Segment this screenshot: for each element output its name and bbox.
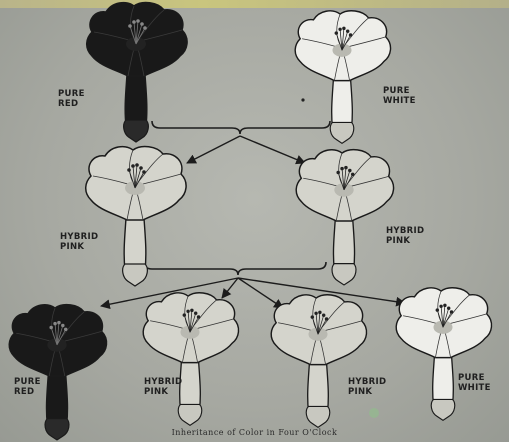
flower-calyx xyxy=(178,404,201,425)
flower-f2-hybrid-pink-2 xyxy=(271,295,366,428)
anther xyxy=(447,306,450,309)
label-line: WHITE xyxy=(458,383,491,393)
anther xyxy=(194,311,197,314)
speck-mark xyxy=(301,98,304,101)
label-f1-hybrid-pink-left: HYBRID PINK xyxy=(60,232,98,252)
flower-throat xyxy=(309,328,328,341)
anther xyxy=(338,28,341,31)
anther xyxy=(336,171,339,174)
arrow-to-hybrid-right xyxy=(240,136,305,163)
label-line: HYBRID xyxy=(386,226,424,236)
anther xyxy=(53,322,56,325)
flower-throat xyxy=(333,44,352,57)
label-line: PINK xyxy=(60,242,98,252)
flower-f2-pure-red xyxy=(9,305,106,440)
label-line: PINK xyxy=(348,387,386,397)
flower-calyx xyxy=(431,399,454,420)
cross-bracket-hybrids xyxy=(144,262,326,275)
anther xyxy=(135,163,139,167)
anther xyxy=(64,328,67,331)
anther xyxy=(436,308,439,311)
anther xyxy=(439,305,442,308)
anther xyxy=(348,169,351,172)
anther xyxy=(314,312,317,315)
label-line: PINK xyxy=(144,387,182,397)
flower-f1-hybrid-pink-left xyxy=(86,147,186,286)
label-line: PURE xyxy=(383,86,416,96)
flower-f2-hybrid-pink-1 xyxy=(143,293,238,426)
label-line: RED xyxy=(58,99,85,109)
flower-calyx xyxy=(123,264,148,286)
anther xyxy=(342,27,345,30)
label-line: PURE xyxy=(458,373,491,383)
label-f2-hybrid-pink-1: HYBRID PINK xyxy=(144,377,182,397)
flower-parent-pure-red xyxy=(87,3,187,142)
anther xyxy=(136,19,140,23)
label-parent-pure-red: PURE RED xyxy=(58,89,85,109)
anther xyxy=(450,310,453,313)
flower-throat xyxy=(181,326,200,339)
label-line: PURE xyxy=(14,377,41,387)
flower-calyx xyxy=(332,264,356,285)
label-parent-pure-white: PURE WHITE xyxy=(383,86,416,106)
label-f1-hybrid-pink-right: HYBRID PINK xyxy=(386,226,424,246)
anther xyxy=(322,313,325,316)
anther xyxy=(311,315,314,318)
anther xyxy=(57,321,60,324)
anther xyxy=(186,310,189,313)
anther xyxy=(344,166,347,169)
anther xyxy=(127,168,131,172)
anther xyxy=(349,33,352,36)
flower-calyx xyxy=(124,120,149,142)
figure-caption: Inheritance of Color in Four O'Clock xyxy=(0,428,509,437)
stain-mark xyxy=(369,408,379,418)
flower-calyx xyxy=(306,406,329,427)
label-line: PINK xyxy=(386,236,424,246)
anther xyxy=(335,31,338,34)
anther xyxy=(340,167,343,170)
label-f2-pure-red: PURE RED xyxy=(14,377,41,397)
anther xyxy=(346,29,349,32)
flower-calyx xyxy=(330,122,353,143)
anther xyxy=(128,24,132,28)
anther xyxy=(443,304,446,307)
arrow-to-hybrid-left xyxy=(187,136,240,163)
flower-f1-hybrid-pink-right xyxy=(296,150,393,285)
anther xyxy=(49,326,52,329)
anther xyxy=(325,317,328,320)
anther xyxy=(183,313,186,316)
flower-throat xyxy=(334,183,353,197)
anther xyxy=(351,173,354,176)
flower-parent-pure-white xyxy=(295,11,390,144)
anther xyxy=(132,20,136,24)
anther xyxy=(142,170,146,174)
label-line: HYBRID xyxy=(60,232,98,242)
arrow-to-hybrid-pink-2 xyxy=(238,278,283,308)
anther xyxy=(131,164,135,168)
anther xyxy=(190,309,193,312)
label-line: RED xyxy=(14,387,41,397)
label-line: PURE xyxy=(58,89,85,99)
label-line: WHITE xyxy=(383,96,416,106)
label-line: HYBRID xyxy=(348,377,386,387)
anther xyxy=(143,26,147,30)
flower-f2-pure-white xyxy=(396,288,491,421)
cross-bracket-parents xyxy=(152,121,330,134)
label-f2-hybrid-pink-2: HYBRID PINK xyxy=(348,377,386,397)
anther xyxy=(139,166,143,170)
anther xyxy=(197,315,200,318)
anther xyxy=(61,324,64,327)
anther xyxy=(140,22,144,26)
anther xyxy=(318,311,321,314)
flower-throat xyxy=(434,321,453,334)
label-f2-pure-white: PURE WHITE xyxy=(458,373,491,393)
label-line: HYBRID xyxy=(144,377,182,387)
